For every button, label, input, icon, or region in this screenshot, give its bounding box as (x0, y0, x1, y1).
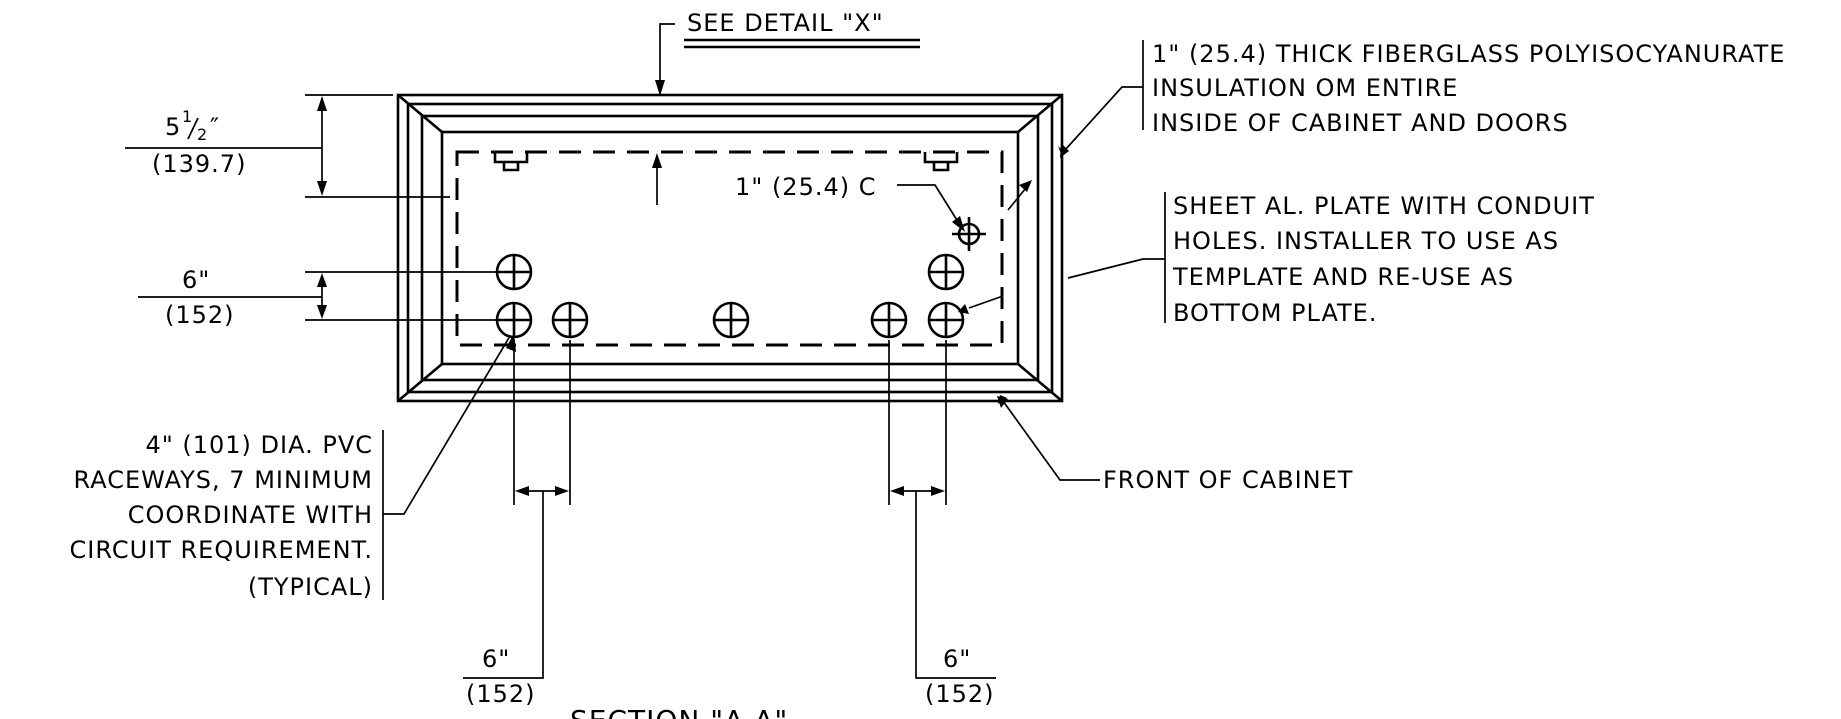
dim-right-spacing: 6" (152) (888, 340, 996, 708)
plate-note-line: HOLES. INSTALLER TO USE AS (1173, 227, 1559, 255)
clip-left (493, 152, 529, 172)
raceways-note-line: 4" (101) DIA. PVC (145, 431, 373, 459)
section-title: SECTION "A-A" (570, 704, 788, 719)
conduit-hole (551, 301, 589, 339)
insulation-note: 1" (25.4) THICK FIBERGLASS POLYISOCYANUR… (1007, 40, 1785, 211)
conduit-hole (927, 301, 965, 339)
dim-right-spacing-value: 6" (943, 645, 971, 673)
raceways-note-line: RACEWAYS, 7 MINIMUM (74, 466, 373, 494)
dim-top-height-whole: 5 (165, 113, 181, 141)
dim-top-height-frac-num: 1 (182, 107, 193, 126)
plate-note-line: TEMPLATE AND RE-USE AS (1172, 263, 1514, 291)
dim-clearance-label: 1" (25.4) C (735, 173, 877, 201)
front-note-label: FRONT OF CABINET (1103, 466, 1353, 494)
cabinet-outer-edge (396, 93, 1064, 403)
cabinet-wall-line-1 (406, 102, 1054, 394)
conduit-hole (495, 253, 533, 291)
plate-note: SHEET AL. PLATE WITH CONDUIT HOLES. INST… (958, 192, 1595, 327)
raceways-note: 4" (101) DIA. PVC RACEWAYS, 7 MINIMUM CO… (70, 333, 516, 601)
insulation-note-line: 1" (25.4) THICK FIBERGLASS POLYISOCYANUR… (1152, 40, 1785, 68)
conduit-hole (927, 253, 965, 291)
raceways-note-line: COORDINATE WITH (128, 501, 373, 529)
cabinet-wall-line-3 (440, 130, 1020, 366)
dim-row-spacing-value: 6" (182, 266, 210, 294)
see-detail-label: SEE DETAIL "X" (687, 9, 884, 37)
conduit-hole (870, 301, 908, 339)
corner-bevel-br (1017, 363, 1063, 402)
corner-bevel-bl (397, 363, 443, 402)
ground-hole (952, 217, 986, 251)
dim-left-spacing-metric: (152) (466, 680, 536, 708)
raceways-note-line: (TYPICAL) (248, 573, 373, 601)
corner-bevel-tl (397, 94, 443, 133)
dim-top-height: 5 1 2 ″ (139.7) (125, 94, 450, 198)
see-detail-callout: SEE DETAIL "X" (655, 9, 920, 96)
insulation-note-line: INSULATION OM ENTIRE (1152, 74, 1458, 102)
dim-left-spacing-value: 6" (482, 645, 510, 673)
clip-right (923, 152, 959, 172)
dim-row-spacing: 6" (152) (138, 266, 497, 329)
insulation-note-line: INSIDE OF CABINET AND DOORS (1152, 109, 1569, 137)
raceways-note-line: CIRCUIT REQUIREMENT. (70, 536, 374, 564)
dim-clearance: 1" (25.4) C (652, 153, 965, 232)
al-plate-outline (455, 150, 1004, 347)
cabinet-frame (396, 93, 1064, 403)
conduit-holes (495, 217, 986, 339)
front-note: FRONT OF CABINET (997, 395, 1353, 494)
dim-left-spacing: 6" (152) (463, 340, 571, 708)
conduit-hole (712, 301, 750, 339)
mounting-clips (493, 152, 959, 172)
dim-top-height-metric: (139.7) (152, 150, 246, 178)
inch-mark: ″ (210, 113, 220, 141)
corner-bevel-tr (1017, 94, 1063, 133)
cabinet-wall-line-2 (420, 114, 1040, 382)
dim-row-spacing-metric: (152) (165, 301, 235, 329)
plate-note-line: BOTTOM PLATE. (1173, 299, 1377, 327)
conduit-hole (495, 301, 533, 339)
dim-top-height-frac-den: 2 (197, 125, 208, 144)
plate-note-line: SHEET AL. PLATE WITH CONDUIT (1173, 192, 1595, 220)
dim-right-spacing-metric: (152) (925, 680, 995, 708)
